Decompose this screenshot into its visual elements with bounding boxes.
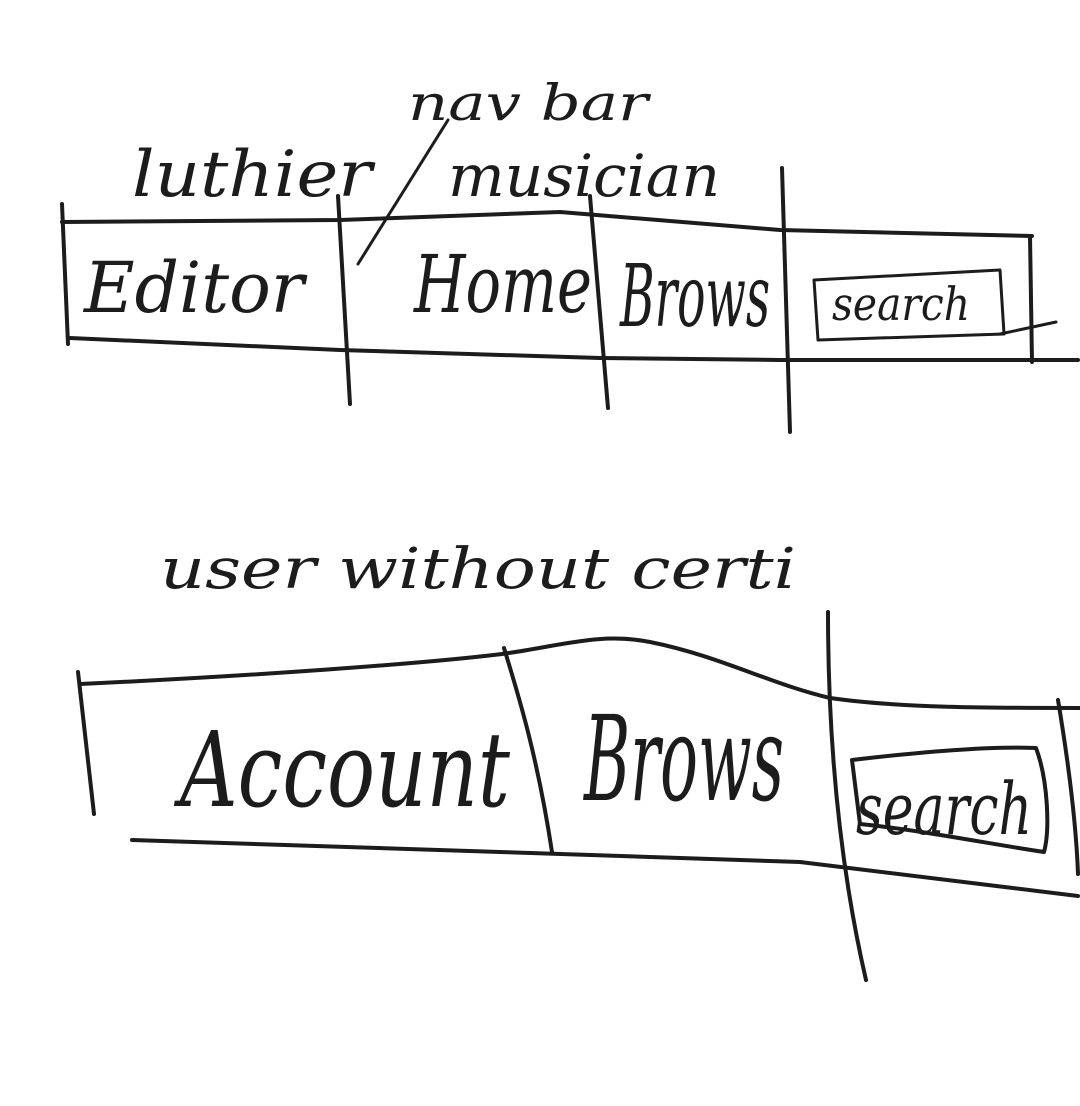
search-box-user[interactable]: search bbox=[850, 745, 1050, 854]
nav-item-editor[interactable]: Editor bbox=[82, 247, 307, 329]
nav-item-account[interactable]: Account bbox=[174, 709, 510, 831]
navbar-user bbox=[76, 610, 1080, 982]
search-input-user[interactable]: search bbox=[856, 767, 1032, 851]
navbar-luthier-bottom-edge bbox=[68, 336, 1080, 362]
search-box-luthier[interactable]: search bbox=[812, 268, 1058, 342]
nav-item-browse-user[interactable]: Brows bbox=[583, 690, 784, 828]
nav-item-home[interactable]: Home bbox=[413, 238, 592, 331]
navbar-user-top-edge bbox=[78, 636, 1080, 710]
navbar-luthier bbox=[60, 166, 1080, 434]
annotation-nav-bar: nav bar bbox=[408, 74, 652, 132]
navbar-user-left-edge bbox=[76, 670, 96, 816]
navbar-luthier-right-edge bbox=[1028, 234, 1034, 364]
navbar-user-divider-2 bbox=[826, 610, 868, 982]
navbar-luthier-left-edge bbox=[60, 202, 70, 346]
search-box-user-outline bbox=[850, 745, 1050, 854]
search-box-luthier-tail bbox=[998, 320, 1058, 336]
annotation-pointer-line bbox=[356, 118, 450, 266]
navbar-luthier-divider-3 bbox=[780, 166, 792, 434]
navbar-user-bottom-edge bbox=[130, 838, 1080, 898]
navbar-luthier-divider-2 bbox=[588, 194, 610, 410]
search-input-luthier[interactable]: search bbox=[832, 277, 970, 331]
annotation-musician: musician bbox=[448, 142, 720, 210]
annotation-user-without-certi: user without certi bbox=[160, 537, 796, 602]
nav-item-browse[interactable]: Brows bbox=[619, 247, 770, 347]
navbar-luthier-top-edge bbox=[60, 210, 1034, 238]
navbar-user-right-edge bbox=[1056, 698, 1080, 876]
navbar-luthier-divider-1 bbox=[336, 194, 352, 406]
navbar-user-divider-1 bbox=[502, 646, 554, 854]
annotation-luthier: luthier bbox=[132, 138, 376, 212]
